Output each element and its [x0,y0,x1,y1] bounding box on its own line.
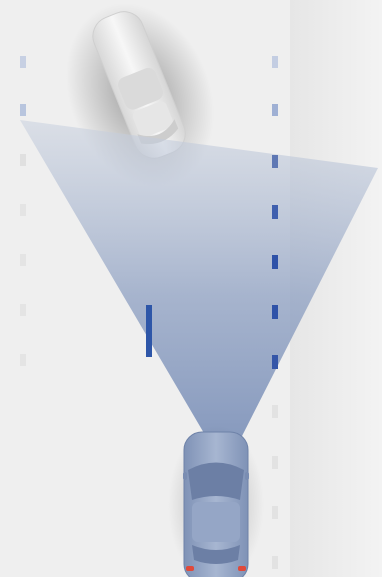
lane-marker [272,104,278,116]
tail-light-right [238,566,246,571]
lane-marker [20,56,26,68]
lane-marker [272,556,278,569]
lane-marker [272,255,278,269]
lane-marker [272,506,278,519]
lane-marker [20,304,26,316]
lane-marker [20,254,26,266]
lane-marker [272,56,278,68]
lane-marker [20,104,26,116]
lane-marker [272,205,278,219]
lane-marker [272,305,278,319]
lane-marker [272,155,278,168]
lane-marker [20,204,26,216]
lane-marker [272,405,278,418]
lane-marker [272,355,278,369]
lane-marker [20,154,26,166]
lane-marker [272,456,278,469]
detected-lane-segment [146,305,152,357]
tail-light-left [186,566,194,571]
lane-marker [20,354,26,366]
